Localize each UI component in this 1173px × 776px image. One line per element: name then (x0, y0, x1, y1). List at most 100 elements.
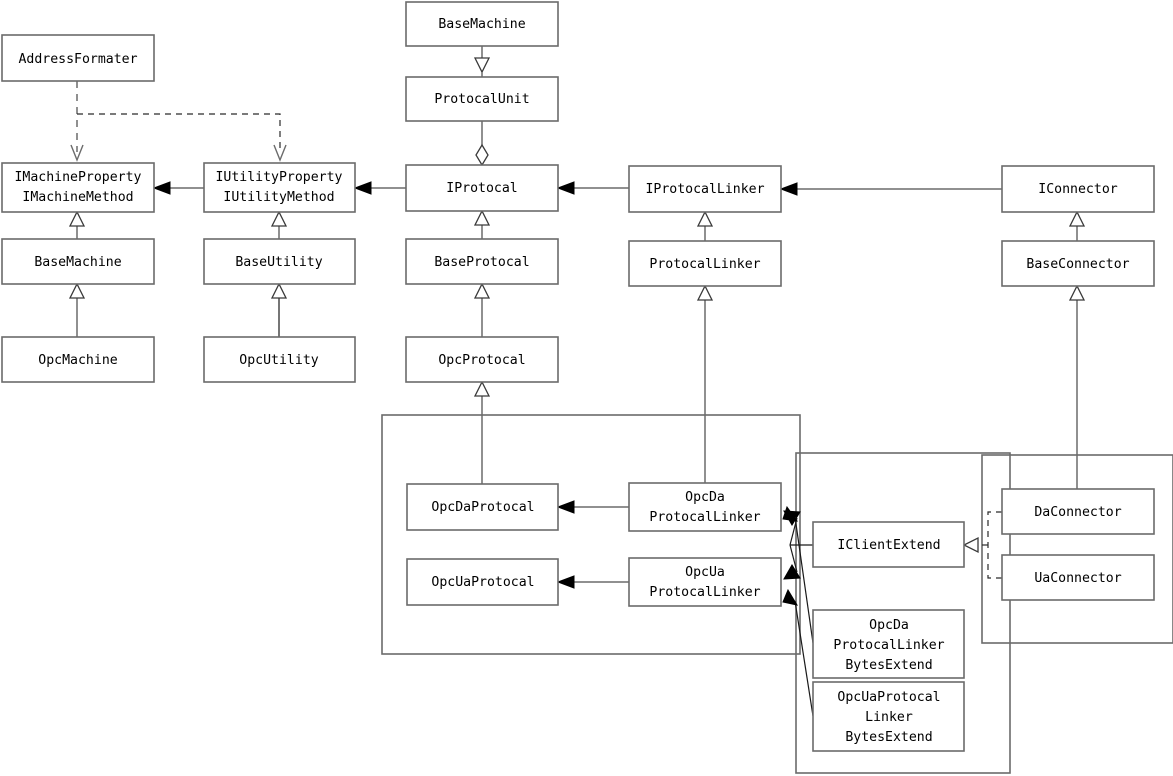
class-node-opcmachine[interactable]: OpcMachine (1, 336, 155, 383)
class-node-opcutility[interactable]: OpcUtility (203, 336, 356, 383)
aggregation-diamond-iprotocal (475, 143, 489, 167)
class-label-uaconnector: UaConnector (1034, 571, 1121, 586)
class-box-opcutility[interactable] (203, 336, 356, 383)
dependency-arrow-iutility (273, 144, 287, 162)
edge-opcuabytes-opcualinker (794, 600, 814, 717)
class-node-imachineproperty[interactable]: IMachineProperty IMachineMethod (1, 162, 155, 213)
class-node-opcdaprotocallinkerbytesextend[interactable]: OpcDa ProtocalLinker BytesExtend (812, 609, 965, 679)
class-node-basemachine-top[interactable]: BaseMachine (405, 1, 559, 47)
class-box-opcmachine[interactable] (1, 336, 155, 383)
class-box-iutilityproperty[interactable] (203, 162, 356, 213)
class-box-uaconnector[interactable] (1001, 554, 1155, 601)
class-node-basemachine-left[interactable]: BaseMachine (1, 238, 155, 285)
class-boxes: AddressFormater IMachineProperty IMachin… (1, 1, 1155, 752)
class-box-basemachine-top[interactable] (405, 1, 559, 47)
class-box-iconnector[interactable] (1001, 165, 1155, 213)
class-node-opcuaprotocallinker[interactable]: OpcUa ProtocalLinker (628, 557, 782, 607)
class-node-opcuaprotocallinkerbytesextend[interactable]: OpcUaProtocal Linker BytesExtend (812, 681, 965, 752)
class-box-daconnector[interactable] (1001, 488, 1155, 535)
class-label-baseprotocal: BaseProtocal (434, 255, 529, 270)
class-label-daconnector: DaConnector (1034, 505, 1121, 520)
class-box-iclientextend[interactable] (812, 521, 965, 568)
class-label-iutilityproperty-line2: IUtilityMethod (223, 190, 334, 205)
class-box-opcuaprotocallinker[interactable] (628, 557, 782, 607)
class-label-protocalunit: ProtocalUnit (434, 92, 529, 107)
edge-iclientextend-to-opcualinker (789, 544, 798, 573)
class-node-baseutility[interactable]: BaseUtility (203, 238, 356, 285)
class-box-opcprotocal[interactable] (405, 336, 559, 383)
class-box-addressformater[interactable] (1, 34, 155, 82)
class-label-addressformater: AddressFormater (18, 52, 137, 67)
class-box-protocallinker[interactable] (628, 240, 782, 287)
edge-addressformater-iutility (77, 113, 281, 152)
class-box-opcdaprotocal[interactable] (406, 483, 559, 531)
class-label-opcuaprotocallinker-line1: OpcUa (685, 565, 725, 580)
generalization-arrow-baseutility (270, 282, 288, 299)
class-node-opcdaprotocallinker[interactable]: OpcDa ProtocalLinker (628, 482, 782, 532)
class-label-opcprotocal: OpcProtocal (438, 353, 525, 368)
class-box-iprotocallinker[interactable] (628, 165, 782, 213)
generalization-arrow-baseprotocal (473, 282, 491, 299)
class-label-protocallinker: ProtocalLinker (649, 257, 760, 272)
class-box-opcdaprotocallinker[interactable] (628, 482, 782, 532)
generalization-arrow-basemachine-left (68, 282, 86, 299)
class-node-uaconnector[interactable]: UaConnector (1001, 554, 1155, 601)
class-node-addressformater[interactable]: AddressFormater (1, 34, 155, 82)
association-arrow-opcdalinker-bytes (782, 505, 799, 522)
class-node-protocallinker[interactable]: ProtocalLinker (628, 240, 782, 287)
class-node-daconnector[interactable]: DaConnector (1001, 488, 1155, 535)
dependency-arrow-imachine (70, 144, 84, 162)
association-arrow-imachine (152, 181, 171, 195)
class-box-opcuaprotocal[interactable] (406, 558, 559, 606)
group-protocal-container (381, 414, 801, 655)
class-box-opcuaprotocallinkerbytesextend[interactable] (812, 681, 965, 752)
class-node-baseprotocal[interactable]: BaseProtocal (405, 238, 559, 285)
realization-arrow-iprotocal-b (473, 209, 491, 226)
class-node-iclientextend[interactable]: IClientExtend (812, 521, 965, 568)
class-label-opcdabytes-line3: BytesExtend (845, 658, 932, 673)
association-arrow-iutility (353, 181, 372, 195)
class-box-baseutility[interactable] (203, 238, 356, 285)
class-box-baseprotocal[interactable] (405, 238, 559, 285)
generalization-arrow-protocallinker (696, 284, 714, 301)
class-node-iprotocal[interactable]: IProtocal (405, 164, 559, 212)
class-label-opcdabytes-line2: ProtocalLinker (833, 638, 944, 653)
class-node-baseconnector[interactable]: BaseConnector (1001, 240, 1155, 287)
class-node-iutilityproperty[interactable]: IUtilityProperty IUtilityMethod (203, 162, 356, 213)
class-label-iutilityproperty-line1: IUtilityProperty (215, 170, 342, 185)
class-label-opcdaprotocal: OpcDaProtocal (431, 500, 534, 515)
class-node-opcdaprotocal[interactable]: OpcDaProtocal (406, 483, 559, 531)
association-arrow-opcualinker-bytes (782, 588, 799, 606)
realization-arrow-iutility (270, 210, 288, 227)
class-box-opcdaprotocallinkerbytesextend[interactable] (812, 609, 965, 679)
class-box-basemachine-left[interactable] (1, 238, 155, 285)
class-label-iconnector: IConnector (1038, 182, 1117, 197)
class-label-basemachine-left: BaseMachine (34, 255, 121, 270)
class-label-baseutility: BaseUtility (235, 255, 322, 270)
class-label-opcdabytes-line1: OpcDa (869, 618, 909, 633)
association-arrow-iprotocal (556, 181, 575, 195)
class-node-protocalunit[interactable]: ProtocalUnit (405, 76, 559, 122)
generalization-arrow-opcprotocal (473, 380, 491, 397)
class-label-iprotocallinker: IProtocalLinker (645, 182, 764, 197)
association-arrow-opcuaprotocal (556, 575, 575, 589)
group-linker-container (795, 452, 1011, 774)
class-box-imachineproperty[interactable] (1, 162, 155, 213)
class-label-iclientextend: IClientExtend (837, 538, 940, 553)
class-box-baseconnector[interactable] (1001, 240, 1155, 287)
class-node-iprotocallinker[interactable]: IProtocalLinker (628, 165, 782, 213)
class-node-opcprotocal[interactable]: OpcProtocal (405, 336, 559, 383)
class-label-imachineproperty-line1: IMachineProperty (14, 170, 141, 185)
relationship-edges: IUtilityProperty : association (solid ar… (68, 46, 1086, 717)
class-label-opcuabytes-line1: OpcUaProtocal (837, 690, 940, 705)
class-box-protocalunit[interactable] (405, 76, 559, 122)
edge-daconnector-iclientextend (987, 511, 1002, 579)
class-node-iconnector[interactable]: IConnector (1001, 165, 1155, 213)
association-arrow-opcualinker (783, 564, 801, 580)
class-box-iprotocal[interactable] (405, 164, 559, 212)
class-node-opcuaprotocal[interactable]: OpcUaProtocal (406, 558, 559, 606)
realization-arrow-imachine (68, 210, 86, 227)
class-label-opcdaprotocallinker-line1: OpcDa (685, 490, 725, 505)
